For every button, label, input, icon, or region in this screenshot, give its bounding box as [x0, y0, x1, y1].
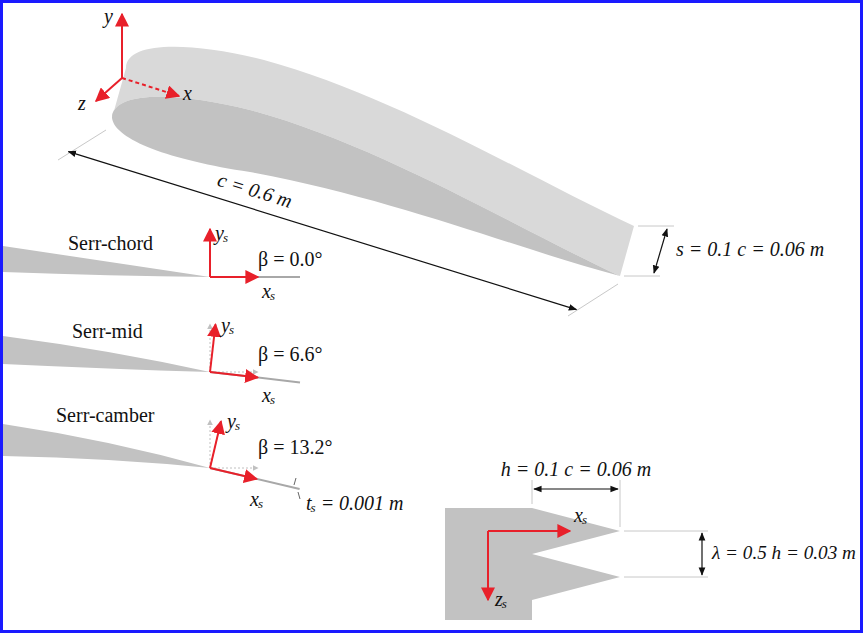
extension-line — [638, 226, 674, 227]
reference-axis — [210, 420, 211, 468]
xs-axis-arrow — [210, 468, 257, 479]
xs-axis-arrow — [210, 372, 258, 378]
axis-label: y — [215, 222, 224, 244]
thickness-marks — [294, 478, 300, 499]
extension-line — [624, 577, 708, 578]
axis-subscript: s — [229, 323, 234, 337]
axis-label: x — [262, 384, 271, 406]
ys-axis-arrow — [209, 229, 211, 277]
h-dimension-arrow — [534, 488, 618, 489]
axis-label: y — [104, 5, 113, 27]
axis-subscript: s — [502, 597, 507, 611]
zs-axis-arrow — [487, 531, 489, 600]
ys-axis-arrow — [210, 324, 216, 372]
axis-label: z — [78, 92, 86, 114]
dimension-label: s = 0.1 c = 0.06 m — [676, 238, 824, 260]
axis-label: z — [495, 588, 503, 610]
extension-line — [624, 276, 660, 277]
profile-label: Serr-chord — [68, 232, 153, 254]
dimension-subscript: s — [311, 501, 316, 515]
serration-planform — [445, 508, 620, 620]
z-axis-arrow — [96, 78, 122, 101]
extension-line — [620, 480, 621, 527]
axis-label: x — [262, 280, 271, 302]
profile-label: Serr-camber — [56, 404, 154, 426]
angle-label: β = 13.2° — [258, 436, 332, 458]
serration-profile — [210, 468, 300, 489]
axis-label: x — [250, 488, 259, 510]
axis-label: x — [574, 504, 583, 526]
y-axis-arrow — [121, 14, 123, 78]
axis-subscript: s — [270, 393, 275, 407]
axis-subscript: s — [582, 513, 587, 527]
axis-label: y — [221, 314, 230, 336]
reference-axis — [210, 468, 258, 469]
airfoil-top-surface — [112, 47, 634, 276]
ys-axis-arrow — [210, 421, 221, 468]
axis-label: y — [227, 410, 236, 432]
angle-label: β = 0.0° — [258, 248, 322, 270]
serration-profile — [210, 276, 300, 278]
x-axis-arrow — [122, 78, 179, 96]
angle-label: β = 6.6° — [258, 343, 322, 365]
extension-line — [532, 480, 533, 504]
dimension-label: h = 0.1 c = 0.06 m — [501, 458, 651, 480]
span-dimension-arrow — [654, 229, 667, 273]
axis-label: x — [183, 82, 192, 104]
serration-profile — [210, 372, 300, 382]
axis-subscript: s — [223, 231, 228, 245]
xs-axis-arrow — [488, 530, 570, 532]
profile-label: Serr-mid — [72, 320, 143, 342]
extension-line — [568, 284, 618, 316]
dimension-label: λ = 0.5 h = 0.03 m — [712, 542, 856, 563]
chord-dimension-arrow — [68, 152, 576, 310]
axis-subscript: s — [270, 289, 275, 303]
dimension-label: = 0.001 m — [321, 492, 404, 514]
wavelength-dimension-arrow — [701, 533, 702, 575]
axis-subscript: s — [258, 497, 263, 511]
axis-subscript: s — [235, 419, 240, 433]
trailing-edge-profile — [3, 424, 210, 468]
extension-line — [624, 531, 708, 532]
xs-axis-arrow — [210, 276, 258, 278]
airfoil-section — [112, 97, 620, 276]
